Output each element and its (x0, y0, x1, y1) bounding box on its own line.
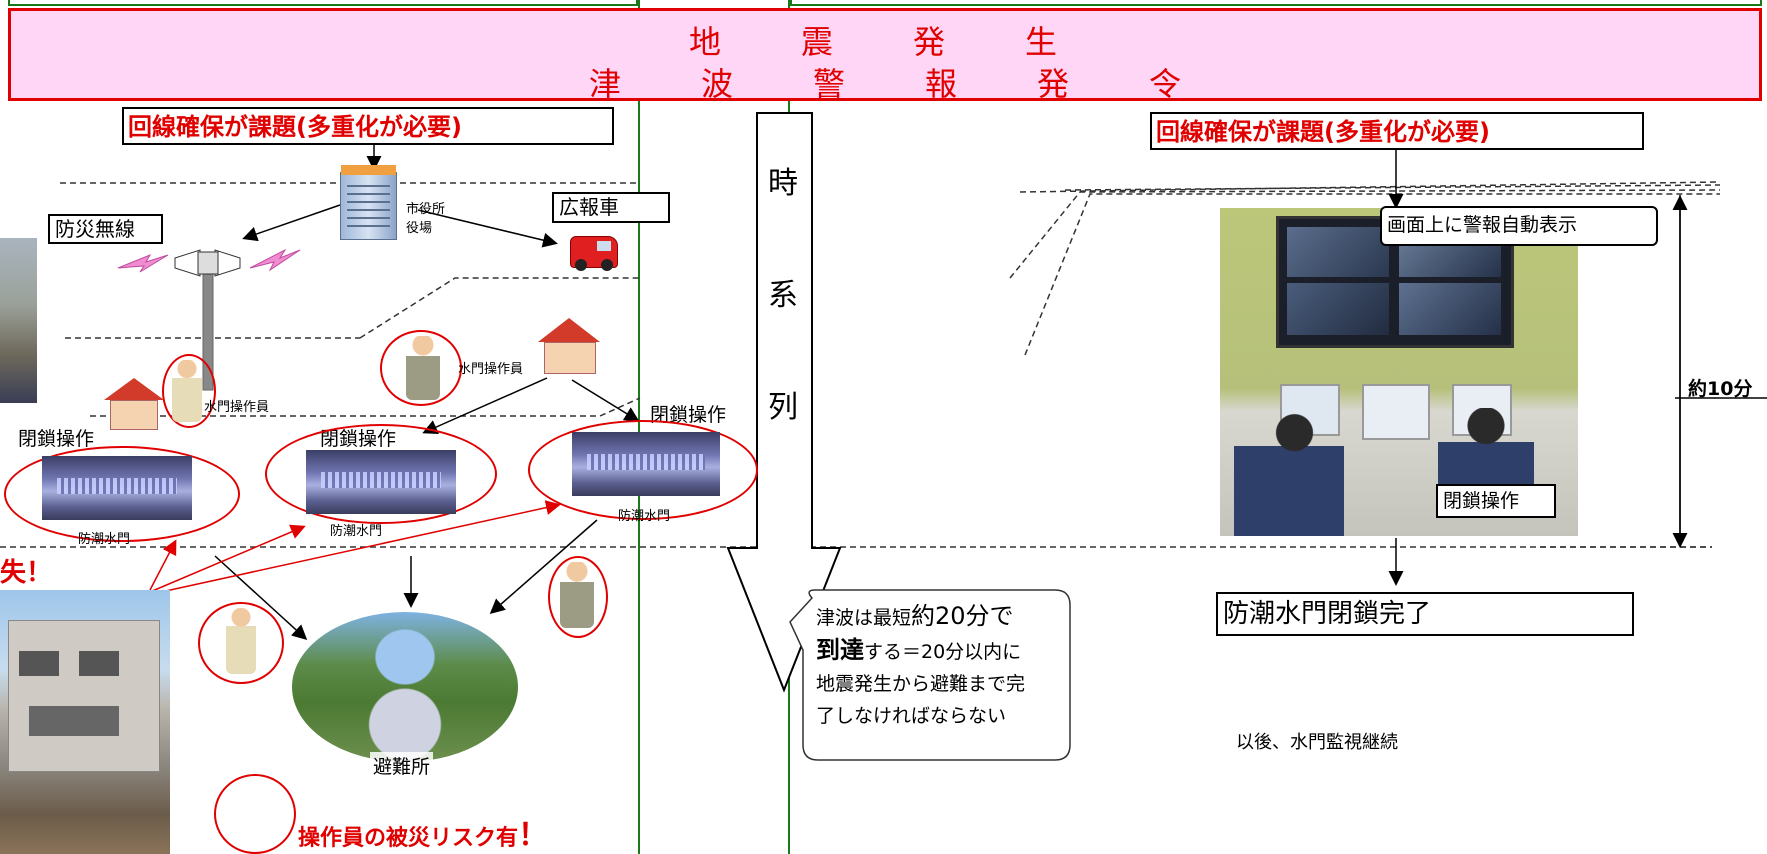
floodgate-label-1: 防潮水門 (78, 532, 131, 547)
auto-display-label: 画面上に警報自動表示 (1380, 206, 1658, 246)
operator-person-right (1438, 408, 1534, 488)
operator-circle-1 (162, 354, 216, 428)
house-roof (104, 378, 164, 400)
floodgate-circle-3 (528, 420, 758, 520)
monitor-screen (1287, 227, 1389, 277)
operator-figure-icon (172, 360, 202, 422)
continued-monitoring-text: 以後、水門監視継続 (1236, 732, 1398, 753)
callout-line-2: 到達する＝20分以内に (816, 634, 1025, 668)
floodgate-image-3 (572, 432, 720, 496)
timeline-char-1: 時 (768, 166, 798, 201)
desk-monitor (1362, 384, 1430, 440)
building-window (79, 651, 119, 676)
bousai-musen-label: 防災無線 (48, 214, 163, 244)
operator-label-2: 水門操作員 (458, 362, 524, 377)
house-icon-left (104, 378, 164, 430)
callout-line-2-a: 到達 (816, 636, 864, 664)
floodgate-label-3: 防潮水門 (618, 509, 671, 524)
monitor-screen (1399, 283, 1501, 335)
shelter-image (292, 612, 518, 762)
callout-line-1-b: 約20分で (911, 602, 1014, 630)
tsunami-callout-text: 津波は最短約20分で 到達する＝20分以内に 地震発生から避難まで完 了しなけれ… (816, 600, 1025, 732)
line-issue-box-right: 回線確保が課題(多重化が必要) (1150, 112, 1644, 150)
floodgate-image-2 (306, 450, 456, 514)
callout-line-4: 了しなければならない (816, 705, 1007, 727)
header-banner: 地 震 発 生 津 波 警 報 発 令 (8, 8, 1762, 103)
car-wheel (575, 259, 587, 271)
operator-circle-3 (548, 556, 608, 638)
operator-label-1: 水門操作員 (204, 400, 270, 415)
close-operation-label-right: 閉鎖操作 (1436, 484, 1556, 518)
damaged-building-photo (0, 590, 170, 854)
operator-risk-label: 操作員の被災リスク有 (298, 826, 519, 851)
car-window (597, 241, 611, 251)
operator-circle-4 (198, 602, 284, 684)
floodgate-circle-1 (4, 446, 240, 542)
header-char: 報 (925, 65, 958, 103)
callout-line-1-a: 津波は最短 (816, 607, 912, 629)
close-operation-label-1: 閉鎖操作 (18, 428, 95, 450)
floodgate-closed-box: 防潮水門閉鎖完了 (1216, 592, 1634, 636)
top-frame-right (790, 0, 1762, 6)
header-char: 生 (1025, 23, 1058, 61)
operator-person-left (1234, 410, 1344, 536)
pr-car-label: 広報車 (552, 192, 670, 223)
operator-figure-icon (406, 336, 440, 400)
operator-circle-2 (380, 330, 462, 406)
city-hall-roof (341, 165, 396, 175)
risk-circle-legend (214, 774, 296, 854)
city-hall-label: 市役所 (406, 202, 446, 217)
house-wall (110, 400, 158, 430)
house-icon-center (538, 318, 600, 374)
header-char: 発 (913, 23, 946, 61)
building-shape (8, 620, 160, 772)
timeline-char-3: 列 (768, 390, 798, 425)
pr-car-icon (570, 236, 618, 271)
disaster-photo-fragment-top (0, 238, 37, 403)
operator-figure-icon (226, 608, 256, 674)
loss-text-fragment: 失！ (0, 558, 53, 588)
car-wheel (601, 259, 613, 271)
top-frame-left (8, 0, 638, 6)
building-window (29, 706, 119, 736)
operator-figure-icon (560, 562, 594, 628)
callout-line-3: 地震発生から避難まで完 (816, 673, 1026, 695)
building-window (19, 651, 59, 676)
city-hall-icon (340, 165, 397, 240)
city-hall-windows (347, 179, 390, 233)
floodgate-label-2: 防潮水門 (330, 524, 383, 539)
timeline-char-2: 系 (768, 278, 798, 313)
floodgate-image-1 (42, 456, 192, 520)
shelter-label: 避難所 (370, 752, 434, 779)
monitor-screen (1287, 283, 1389, 335)
line-issue-box-left: 回線確保が課題(多重化が必要) (122, 107, 614, 145)
header-char: 波 (701, 65, 734, 103)
header-char: 警 (813, 65, 846, 103)
header-char: 震 (801, 23, 834, 61)
about-10-minutes-label: 約10分 (1688, 378, 1753, 400)
header-char: 令 (1149, 65, 1182, 103)
house-roof (538, 318, 600, 342)
risk-exclamation: ！ (518, 818, 549, 853)
floodgate-circle-2 (265, 424, 497, 524)
callout-line-1: 津波は最短約20分で (816, 600, 1025, 634)
header-char: 地 (689, 23, 722, 61)
operator-risk-text: 操作員の被災リスク有！ (298, 810, 548, 854)
control-room-photo (1220, 208, 1578, 536)
house-wall (544, 342, 596, 374)
town-office-label: 役場 (406, 221, 433, 236)
header-char: 発 (1037, 65, 1070, 103)
callout-line-2-b: する＝20分以内に (864, 641, 1022, 663)
header-char: 津 (589, 65, 622, 103)
